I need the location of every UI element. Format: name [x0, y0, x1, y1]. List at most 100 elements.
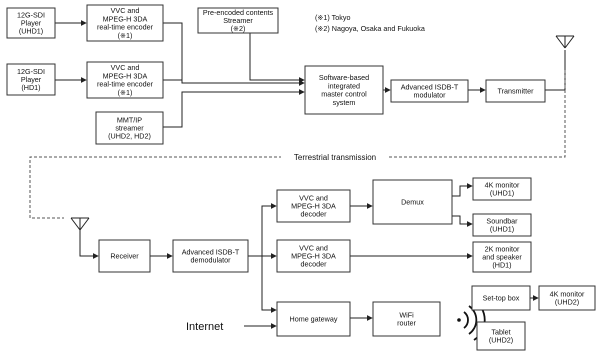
label-line: Set-top box: [483, 294, 520, 303]
note-tokyo: (※1) Tokyo: [315, 13, 350, 22]
label-line: (UHD1): [19, 27, 43, 36]
label-line: system: [333, 98, 356, 107]
box-tablet: Tablet(UHD2): [476, 321, 526, 351]
label-line: and speaker: [482, 253, 522, 262]
terrestrial-label-bg: [281, 151, 389, 163]
note-other-cities: (※2) Nagoya, Osaka and Fukuoka: [315, 24, 425, 33]
label-line: Home gateway: [290, 315, 338, 324]
terrestrial-transmission-label: Terrestrial transmission: [294, 153, 376, 162]
label-line: (UHD1): [490, 189, 514, 198]
connector-mmt-to-master: [163, 89, 305, 128]
label-line: VVC and: [299, 193, 328, 202]
label-line: demodulator: [191, 256, 232, 265]
label-line: MMT/IP: [117, 115, 142, 124]
connector-encoder-hd1-to-master: [163, 79, 305, 86]
label-line: Tablet: [491, 327, 510, 336]
label-line: (※2): [231, 24, 246, 33]
label-line: 4K monitor: [485, 180, 520, 189]
connector-bus-to-gateway: [261, 256, 277, 313]
box-4k-monitor-uhd1-label: 4K monitor(UHD1): [485, 180, 520, 197]
box-4k-monitor-uhd2: 4K monitor(UHD2): [538, 285, 596, 311]
label-line: Transmitter: [497, 87, 534, 96]
label-line: Pre-encoded contents: [203, 8, 274, 17]
label-line: (UHD2): [489, 336, 513, 345]
box-soundbar: Soundbar(UHD1): [472, 213, 532, 237]
box-receiver: Receiver: [98, 239, 151, 273]
label-line: MPEG-H 3DA: [103, 14, 148, 23]
label-line: WiFi: [399, 310, 414, 319]
label-line: Advanced ISDB-T: [182, 247, 240, 256]
box-receiver-label: Receiver: [110, 252, 139, 261]
label-line: 12G-SDI: [17, 67, 45, 76]
connector-preencoded-to-master: [249, 33, 305, 83]
label-line: Receiver: [110, 252, 139, 261]
label-line: (UHD2): [555, 298, 579, 307]
label-line: Streamer: [223, 16, 253, 25]
box-home-gateway: Home gateway: [276, 301, 351, 337]
connector-bus-to-decoder1: [261, 203, 277, 256]
box-4k-monitor-uhd2-label: 4K monitor(UHD2): [550, 289, 585, 306]
label-line: Player: [21, 19, 42, 28]
label-line: router: [397, 319, 416, 328]
transmit-antenna-icon: [555, 35, 575, 49]
label-line: (HD1): [21, 83, 40, 92]
label-line: modulator: [414, 91, 447, 100]
label-line: master control: [321, 90, 367, 99]
label-line: integrated: [328, 81, 360, 90]
label-line: VVC and: [111, 63, 140, 72]
box-transmitter-label: Transmitter: [497, 87, 534, 96]
label-line: (HD1): [492, 261, 511, 270]
label-line: VVC and: [299, 243, 328, 252]
label-line: Demux: [401, 198, 424, 207]
label-line: real-time encoder: [97, 23, 154, 32]
box-home-gateway-label: Home gateway: [290, 315, 338, 324]
label-line: 12G-SDI: [17, 10, 45, 19]
label-line: (UHD2, HD2): [108, 132, 151, 141]
label-line: decoder: [301, 260, 328, 269]
label-line: 2K monitor: [485, 244, 520, 253]
box-demux-label: Demux: [401, 198, 424, 207]
label-line: Player: [21, 75, 42, 84]
label-line: Advanced ISDB-T: [401, 82, 459, 91]
connector-demux-to-soundbar: [452, 215, 473, 227]
label-line: Software-based: [319, 73, 369, 82]
box-demux: Demux: [372, 179, 453, 225]
box-tablet-label: Tablet(UHD2): [489, 327, 513, 344]
connector-demux-to-monitor: [452, 183, 473, 197]
receive-antenna-icon: [70, 217, 90, 231]
label-line: Soundbar: [486, 216, 518, 225]
label-line: (UHD1): [490, 225, 514, 234]
label-line: (※1): [118, 88, 133, 97]
label-line: MPEG-H 3DA: [103, 71, 148, 80]
label-line: 4K monitor: [550, 289, 585, 298]
terrestrial-path: [29, 70, 566, 219]
box-soundbar-label: Soundbar(UHD1): [486, 216, 518, 233]
box-settop-label: Set-top box: [483, 294, 520, 303]
label-line: VVC and: [111, 6, 140, 15]
